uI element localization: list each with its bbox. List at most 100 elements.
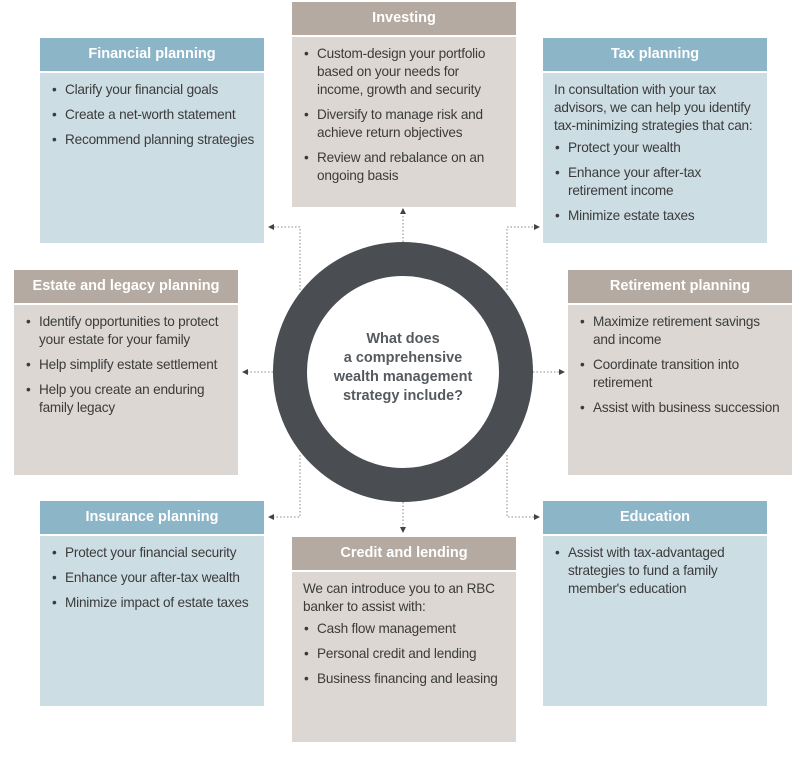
list-item: • Personal credit and lending xyxy=(303,645,508,663)
bullet-icon: • xyxy=(52,82,57,97)
card-body: We can introduce you to an RBC banker to… xyxy=(292,572,516,688)
list-item: • Create a net-worth statement xyxy=(51,106,256,124)
bullet-icon: • xyxy=(52,595,57,610)
card-education: Education • Assist with tax-advantaged str… xyxy=(543,501,767,706)
card-body: • Clarify your financial goals • Create a n… xyxy=(40,73,264,149)
bullet-icon: • xyxy=(580,357,585,372)
center-question-line: What does xyxy=(366,331,440,347)
list-item-text: Minimize estate taxes xyxy=(568,208,695,223)
list-item-text: Help you create an enduring family legac… xyxy=(39,382,205,415)
list-item-text: Help simplify estate settlement xyxy=(39,357,218,372)
connector-insurance xyxy=(268,455,301,520)
bullet-list: • Cash flow management • Personal credit an… xyxy=(303,620,508,688)
bullet-icon: • xyxy=(555,208,560,223)
list-item-text: Enhance your after-tax wealth xyxy=(65,570,240,585)
bullet-icon: • xyxy=(26,357,31,372)
bullet-list: •Maximize retirement savings and income•… xyxy=(579,313,784,417)
card-credit-and-lending: Credit and lending We can introduce you t… xyxy=(292,537,516,742)
bullet-icon: • xyxy=(304,621,309,636)
list-item-text: Create a net-worth statement xyxy=(65,107,236,122)
bullet-icon: • xyxy=(52,570,57,585)
connector-tax xyxy=(506,224,540,290)
list-item-text: Assist with tax-advantaged strategies to… xyxy=(568,545,725,596)
list-item: • Business financing and leasing xyxy=(303,670,508,688)
list-item: •Enhance your after-tax retirement incom… xyxy=(554,164,759,200)
list-item-text: Business financing and leasing xyxy=(317,671,498,686)
list-item: • Enhance your after-tax wealth xyxy=(51,569,256,587)
card-body: • Assist with tax-advantaged strategies t… xyxy=(543,536,767,598)
list-item: • Help simplify estate settlement xyxy=(25,356,230,374)
card-title: Retirement planning xyxy=(568,270,792,305)
center-question: What does a comprehensive wealth managem… xyxy=(313,330,493,406)
list-item-text: Personal credit and lending xyxy=(317,646,477,661)
list-item-text: Review and rebalance on an ongoing basis xyxy=(317,150,485,183)
card-title: Education xyxy=(543,501,767,536)
bullet-icon: • xyxy=(580,314,585,329)
list-item-text: Maximize retirement savings and income xyxy=(593,314,760,347)
list-item: • Minimize impact of estate taxes xyxy=(51,594,256,612)
bullet-icon: • xyxy=(555,545,560,560)
list-item: • Assist with tax-advantaged strategies t… xyxy=(554,544,759,598)
bullet-icon: • xyxy=(26,314,31,329)
list-item: • Coordinate transition into retirement xyxy=(579,356,784,392)
list-item-text: Identify opportunities to protect your e… xyxy=(39,314,219,347)
bullet-icon: • xyxy=(555,140,560,155)
bullet-icon: • xyxy=(304,107,309,122)
card-body: • Identify opportunities to protect your … xyxy=(14,305,238,417)
connector-financial xyxy=(268,224,301,290)
center-question-line: wealth management xyxy=(333,369,473,385)
bullet-list: • Assist with tax-advantaged strategies t… xyxy=(554,544,759,598)
list-item: • Protect your wealth xyxy=(554,139,759,157)
card-estate-and-legacy-planning: Estate and legacy planning • Identify oppo… xyxy=(14,270,238,475)
card-title: Investing xyxy=(292,2,516,37)
list-item: •Custom-design your portfolio based on y… xyxy=(303,45,508,99)
card-body: •Maximize retirement savings and income•… xyxy=(568,305,792,417)
list-item: • Cash flow management xyxy=(303,620,508,638)
bullet-icon: • xyxy=(580,400,585,415)
center-ring xyxy=(273,242,533,502)
card-investing: Investing • Custom-design your portfolio b… xyxy=(292,2,516,207)
bullet-icon: • xyxy=(52,107,57,122)
card-body: • Protect your financial security • Enhance… xyxy=(40,536,264,612)
bullet-icon: • xyxy=(52,545,57,560)
card-intro: We can introduce you to an RBC banker to… xyxy=(303,581,495,614)
list-item-text: Protect your wealth xyxy=(568,140,681,155)
bullet-list: • Identify opportunities to protect your … xyxy=(25,313,230,417)
list-item: • Diversify to manage risk and achieve re… xyxy=(303,106,508,142)
bullet-icon: • xyxy=(555,165,560,180)
list-item: • Minimize estate taxes xyxy=(554,207,759,225)
list-item-text: Minimize impact of estate taxes xyxy=(65,595,249,610)
card-insurance-planning: Insurance planning • Protect your financia… xyxy=(40,501,264,706)
card-retirement-planning: Retirement planning • Maximize retirement … xyxy=(568,270,792,475)
bullet-icon: • xyxy=(304,150,309,165)
bullet-icon: • xyxy=(304,646,309,661)
card-title: Insurance planning xyxy=(40,501,264,536)
list-item: •Recommend planning strategies xyxy=(51,131,256,149)
bullet-list: • Protect your financial security • Enhance… xyxy=(51,544,256,612)
list-item-text: Coordinate transition into retirement xyxy=(593,357,739,390)
center-question-line: strategy include? xyxy=(342,388,464,404)
card-body: • Custom-design your portfolio based on y… xyxy=(292,37,516,185)
card-title: Tax planning xyxy=(543,38,767,73)
card-tax-planning: Tax planning In consultation with your ta… xyxy=(543,38,767,243)
bullet-icon: • xyxy=(304,671,309,686)
list-item-text: Protect your financial security xyxy=(65,545,237,560)
card-financial-planning: Financial planning • Clarify your financia… xyxy=(40,38,264,243)
list-item-text: Cash flow management xyxy=(317,621,456,636)
list-item-text: Diversify to manage risk and achieve ret… xyxy=(317,107,483,140)
list-item: • Protect your financial security xyxy=(51,544,256,562)
list-item: • Maximize retirement savings and income xyxy=(579,313,784,349)
connector-education xyxy=(506,455,540,520)
bullet-icon: • xyxy=(52,132,57,147)
card-title: Financial planning xyxy=(40,38,264,73)
card-intro: In consultation with your tax advisors, … xyxy=(554,82,753,133)
bullet-list: • Custom-design your portfolio based on y… xyxy=(303,45,508,185)
bullet-list: • Clarify your financial goals • Create a n… xyxy=(51,81,256,149)
card-title: Estate and legacy planning xyxy=(14,270,238,305)
list-item: •Assist with business succession xyxy=(579,399,784,417)
list-item-text: Custom-design your portfolio based on yo… xyxy=(317,46,486,97)
list-item: • Identify opportunities to protect your … xyxy=(25,313,230,349)
card-title: Credit and lending xyxy=(292,537,516,572)
list-item-text: Clarify your financial goals xyxy=(65,82,219,97)
